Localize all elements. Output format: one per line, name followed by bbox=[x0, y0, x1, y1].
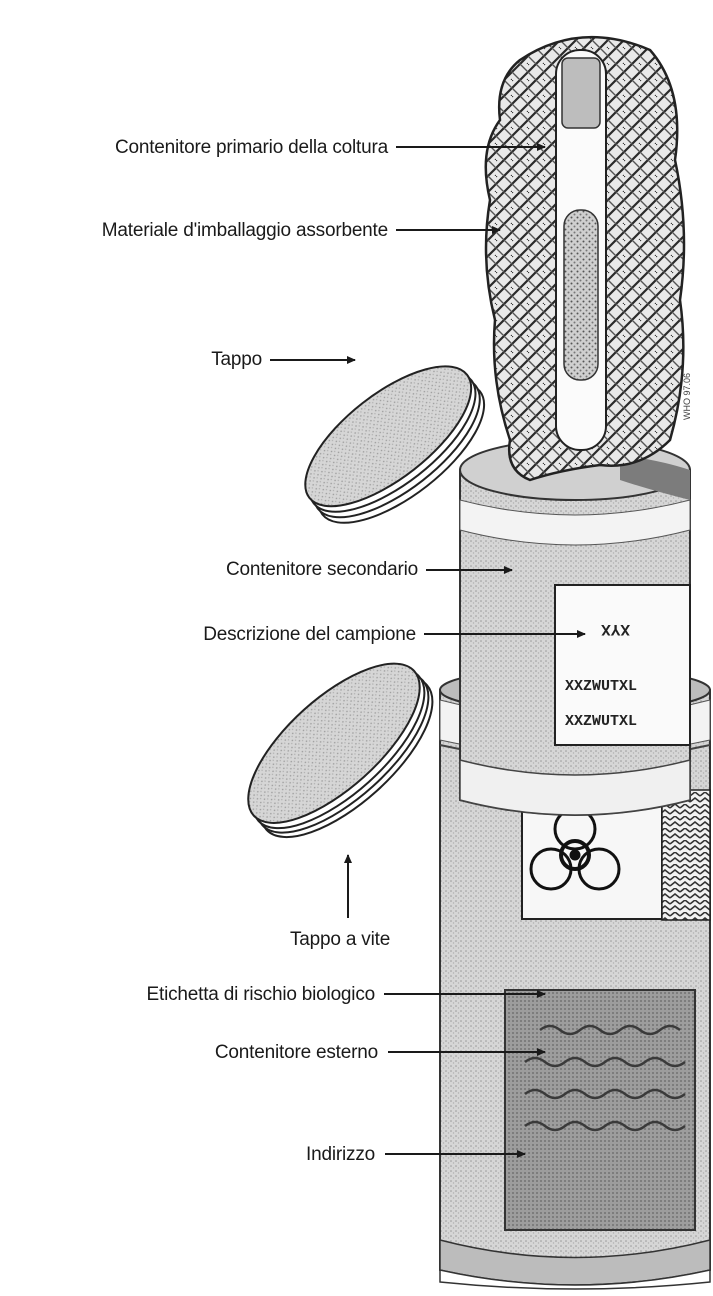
label-specimen-description: Descrizione del campione bbox=[203, 624, 416, 645]
label-address: Indirizzo bbox=[306, 1144, 375, 1165]
specimen-tag: XYX XXZWUTXL XXZWUTXL bbox=[555, 585, 690, 745]
label-secondary-container: Contenitore secondario bbox=[226, 559, 418, 580]
label-screw-cap: Tappo a vite bbox=[290, 929, 390, 950]
specimen-tag-line1: XYX bbox=[601, 620, 630, 638]
label-absorbent-material: Materiale d'imballaggio assorbente bbox=[102, 220, 388, 241]
specimen-tag-line3: XXZWUTXL bbox=[565, 713, 637, 730]
side-code: WHO 97.06 bbox=[682, 373, 692, 420]
primary-culture-tube bbox=[556, 50, 606, 450]
label-biohazard: Etichetta di rischio biologico bbox=[147, 984, 375, 1005]
label-outer-container: Contenitore esterno bbox=[215, 1042, 378, 1063]
label-primary-container: Contenitore primario della coltura bbox=[115, 137, 389, 158]
address-label bbox=[505, 990, 695, 1230]
specimen-tag-line2: XXZWUTXL bbox=[565, 678, 637, 695]
screw-cap bbox=[224, 638, 457, 864]
label-cap: Tappo bbox=[211, 349, 262, 370]
